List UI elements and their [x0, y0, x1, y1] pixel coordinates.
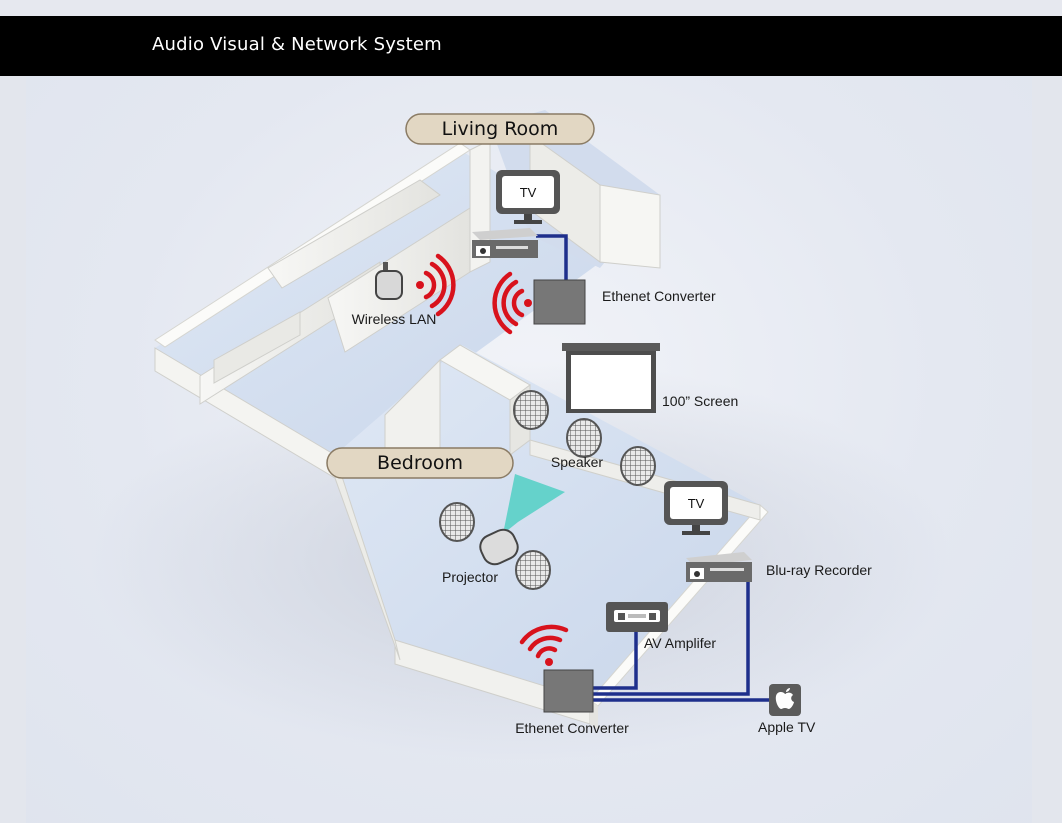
apple-tv-label: Apple TV: [758, 719, 816, 735]
projection-screen: 100” Screen: [562, 343, 738, 413]
speaker-grille-icon: [515, 550, 551, 590]
wireless-router: Wireless LAN: [352, 262, 437, 327]
wireless-lan-label: Wireless LAN: [352, 311, 437, 327]
room-label-living: Living Room: [405, 113, 595, 145]
wifi-signal-converter-top: [492, 271, 532, 335]
bedroom-label: Bedroom: [377, 452, 463, 474]
speaker-grille-icon: [439, 502, 475, 542]
top-strip: [0, 0, 1062, 16]
speaker-label: Speaker: [551, 454, 603, 470]
projector-beam: [503, 474, 565, 534]
ethernet-converter-top: Ethenet Converter: [533, 279, 716, 325]
speaker-grille-icon: [513, 390, 549, 430]
speaker-grille-icon: [566, 418, 602, 458]
tv-top: TV: [496, 170, 560, 224]
floor-plan: [154, 110, 769, 730]
screen-label: 100” Screen: [662, 393, 738, 409]
recorder-icon: [472, 228, 538, 240]
cables: [536, 234, 770, 702]
tv-top-label: TV: [520, 185, 537, 200]
cable-tv-converter: [536, 234, 568, 283]
speaker-grille-icon: [620, 446, 656, 486]
left-band: [0, 76, 26, 823]
bluray-label: Blu-ray Recorder: [766, 562, 872, 578]
ethernet-converter-bottom: Ethenet Converter: [515, 669, 629, 736]
living-room-label: Living Room: [442, 118, 559, 140]
room-label-bedroom: Bedroom: [326, 447, 514, 479]
recorder-top: [472, 228, 538, 258]
projector-label: Projector: [442, 569, 498, 585]
page-title: Audio Visual & Network System: [152, 34, 442, 55]
wifi-signal-converter-bottom: [519, 624, 569, 666]
wifi-signal-wireless: [416, 253, 456, 317]
av-amplifier: AV Amplifer: [606, 602, 716, 651]
converter-box: [533, 279, 586, 325]
tv-bottom: TV: [664, 481, 728, 535]
cable-converter-bluray: [593, 578, 750, 696]
tv-bottom-label: TV: [688, 496, 705, 511]
screen-icon: [562, 343, 660, 351]
projector: Projector: [442, 474, 565, 585]
router-icon: [375, 270, 403, 300]
av-amplifier-label: AV Amplifer: [644, 635, 716, 651]
bluray-recorder: Blu-ray Recorder: [686, 552, 872, 582]
wifi-signal-icon: [416, 281, 424, 289]
right-band: [1032, 76, 1062, 823]
cable-converter-amp: [593, 628, 638, 690]
projector-icon: [479, 528, 519, 566]
wifi-signal-icon: [524, 299, 532, 307]
ethernet-converter-top-label: Ethenet Converter: [602, 288, 716, 304]
speakers: [439, 390, 656, 590]
apple-icon: [775, 688, 794, 709]
converter-box: [543, 669, 594, 713]
wifi-signal-icon: [545, 658, 553, 666]
header-bar: Audio Visual & Network System: [0, 16, 1062, 76]
ethernet-converter-bottom-label: Ethenet Converter: [515, 720, 629, 736]
apple-tv: Apple TV: [758, 684, 816, 735]
